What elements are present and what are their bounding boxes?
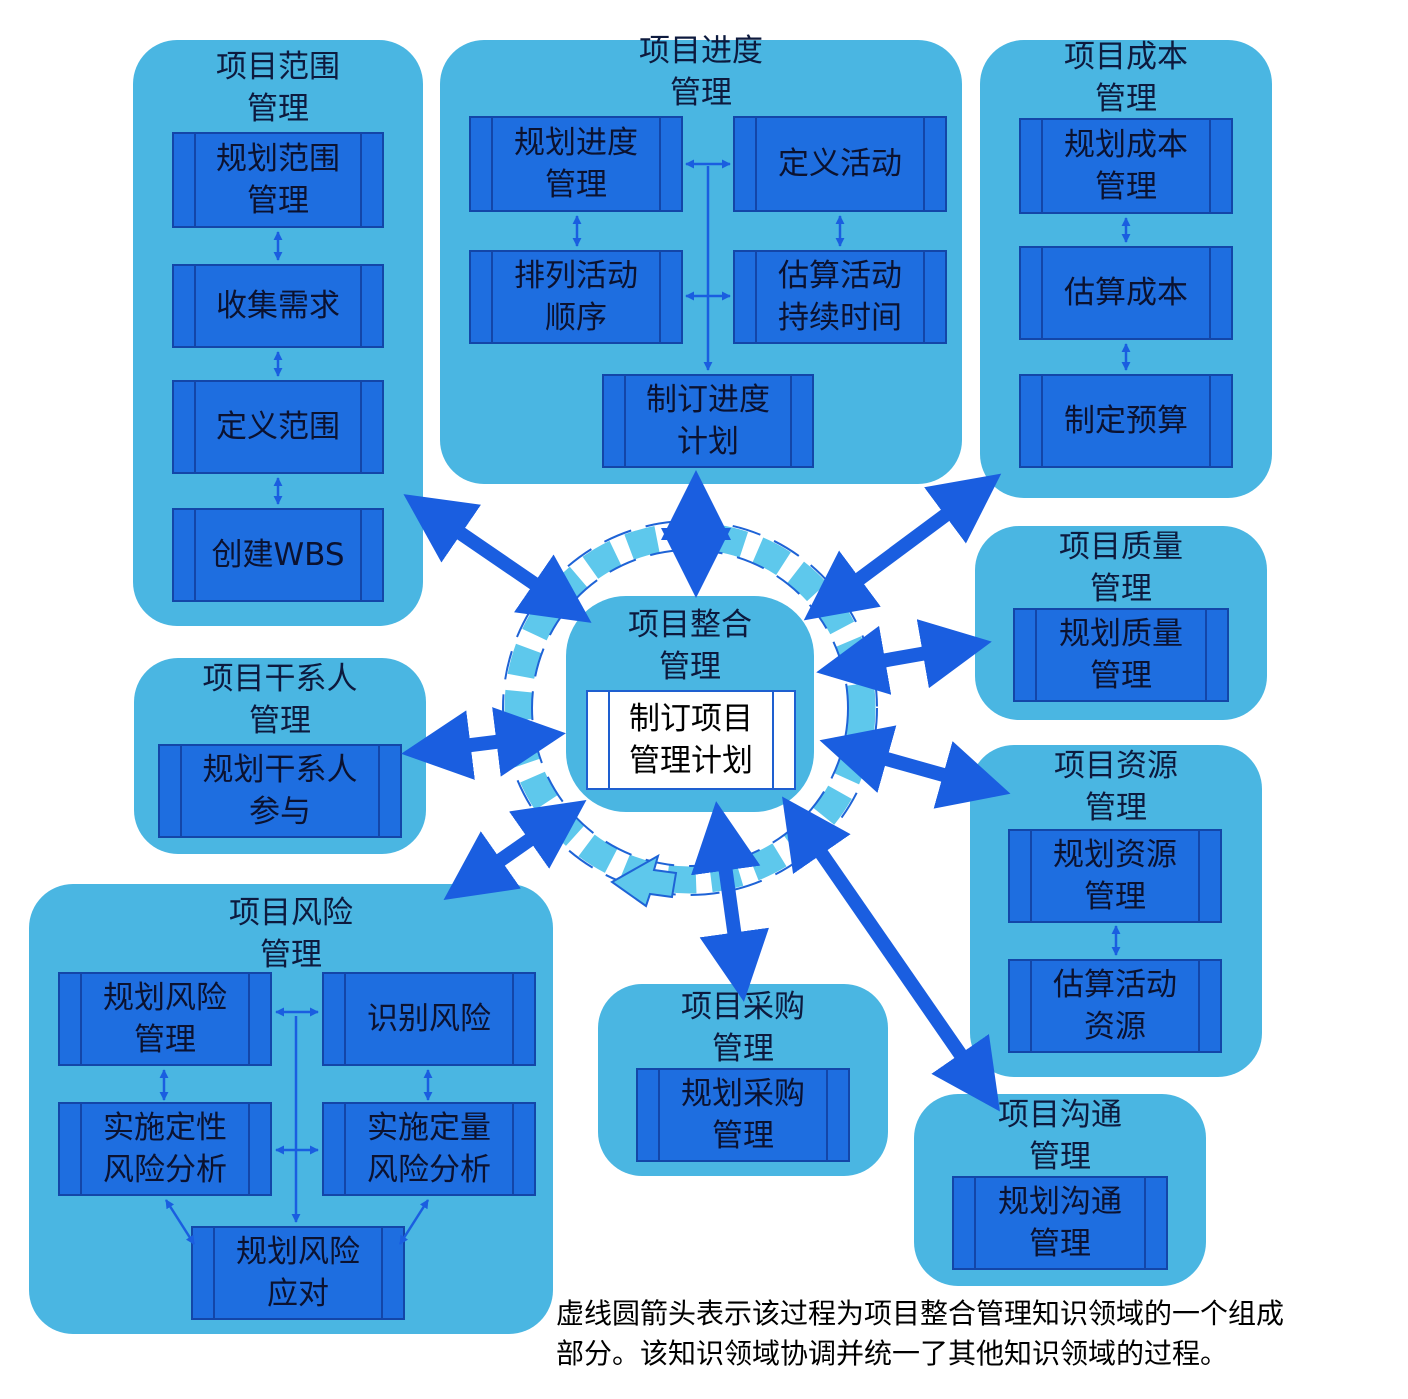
area-stakeholder: 项目干系人 管理 规划干系人 参与	[134, 658, 426, 854]
area-resource: 项目资源 管理 规划资源 管理 估算活动 资源	[970, 745, 1262, 1077]
area-title-communication: 项目沟通 管理	[998, 1097, 1122, 1175]
area-title-schedule: 项目进度 管理	[639, 33, 763, 111]
process-estimate-costs[interactable]: 估算成本	[1019, 246, 1233, 340]
process-identify-risks[interactable]: 识别风险	[322, 972, 536, 1066]
process-plan-procurement[interactable]: 规划采购 管理	[636, 1068, 850, 1162]
process-plan-resource[interactable]: 规划资源 管理	[1008, 829, 1222, 923]
area-title-risk: 项目风险 管理	[229, 895, 353, 973]
area-integration: 项目整合 管理 制订项目 管理计划	[566, 596, 814, 812]
connector-cost	[803, 473, 1002, 621]
process-qualitative-risk-analysis[interactable]: 实施定性 风险分析	[58, 1102, 272, 1196]
process-plan-schedule[interactable]: 规划进度 管理	[469, 116, 683, 212]
area-title-scope: 项目范围 管理	[216, 49, 340, 127]
area-title-integration: 项目整合 管理	[628, 607, 752, 685]
process-plan-cost[interactable]: 规划成本 管理	[1019, 118, 1233, 214]
process-plan-communications[interactable]: 规划沟通 管理	[952, 1176, 1168, 1270]
process-define-scope[interactable]: 定义范围	[172, 380, 384, 474]
connector-scope	[403, 494, 592, 623]
area-quality: 项目质量 管理 规划质量 管理	[975, 526, 1267, 720]
area-cost: 项目成本 管理 规划成本 管理 估算成本 制定预算	[980, 39, 1272, 498]
connector-stakeholder	[401, 707, 566, 780]
process-develop-schedule[interactable]: 制订进度 计划	[602, 374, 814, 468]
process-plan-risk[interactable]: 规划风险 管理	[58, 972, 272, 1066]
connector-risk	[443, 799, 587, 901]
process-estimate-durations[interactable]: 估算活动 持续时间	[733, 250, 947, 344]
area-procurement: 项目采购 管理 规划采购 管理	[598, 984, 888, 1176]
area-scope: 项目范围 管理 规划范围 管理 收集需求 定义范围 创建WBS	[133, 40, 423, 626]
area-title-quality: 项目质量 管理	[1059, 529, 1183, 607]
process-sequence-activities[interactable]: 排列活动 顺序	[469, 250, 683, 344]
process-plan-stakeholder-engagement[interactable]: 规划干系人 参与	[158, 744, 402, 838]
process-plan-scope[interactable]: 规划范围 管理	[172, 132, 384, 228]
process-define-activities[interactable]: 定义活动	[733, 116, 947, 212]
process-quantitative-risk-analysis[interactable]: 实施定量 风险分析	[322, 1102, 536, 1196]
area-title-procurement: 项目采购 管理	[681, 989, 805, 1067]
process-determine-budget[interactable]: 制定预算	[1019, 374, 1233, 468]
area-title-cost: 项目成本 管理	[1064, 39, 1188, 117]
process-develop-pm-plan[interactable]: 制订项目 管理计划	[586, 690, 796, 790]
process-plan-risk-responses[interactable]: 规划风险 应对	[191, 1226, 405, 1320]
process-plan-quality[interactable]: 规划质量 管理	[1013, 608, 1229, 702]
figure-caption: 虚线圆箭头表示该过程为项目整合管理知识领域的一个组成 部分。该知识领域协调并统一…	[556, 1297, 1285, 1370]
process-collect-requirements[interactable]: 收集需求	[172, 264, 384, 348]
process-estimate-activity-resources[interactable]: 估算活动 资源	[1008, 959, 1222, 1053]
area-title-stakeholder: 项目干系人 管理	[202, 661, 358, 739]
area-risk: 项目风险 管理 规划风险 管理 识别风险 实施定性 风险分析 实施定量 风险分析…	[29, 884, 553, 1334]
area-communication: 项目沟通 管理 规划沟通 管理	[914, 1094, 1206, 1286]
area-title-resource: 项目资源 管理	[1054, 748, 1178, 826]
process-create-wbs[interactable]: 创建WBS	[172, 508, 384, 602]
area-schedule: 项目进度 管理 规划进度 管理 定义活动 排列活动 顺序 估算活动 持续时间 制…	[440, 33, 962, 484]
connector-quality	[816, 619, 992, 695]
ring-arrowhead	[610, 853, 678, 908]
connector-procurement	[691, 801, 769, 1002]
